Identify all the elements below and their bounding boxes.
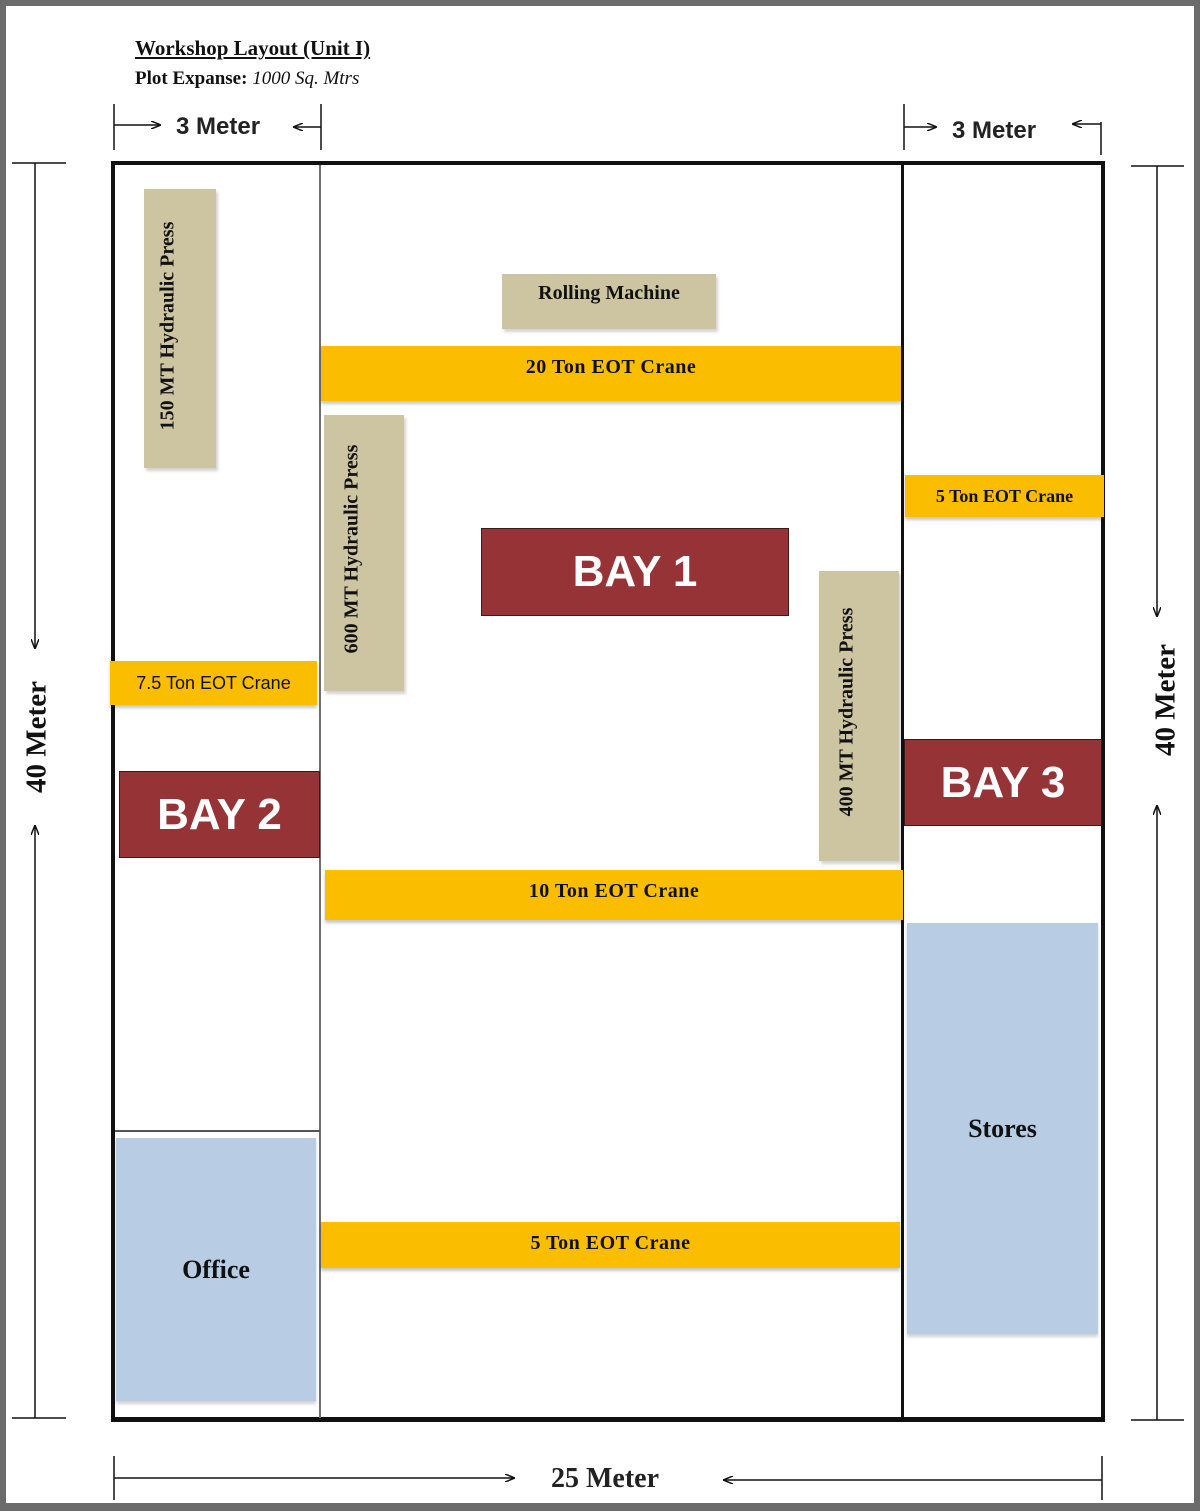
bay-2-label: BAY 2	[119, 771, 320, 858]
total-width-label: 25 Meter	[551, 1463, 660, 1494]
plot-expanse-value: 1000 Sq. Mtrs	[252, 68, 360, 89]
bay-1-label: BAY 1	[481, 528, 789, 616]
office-partition	[115, 1130, 320, 1132]
crane-10-ton: 10 Ton EOT Crane	[325, 870, 903, 920]
left-height-label: 40 Meter	[20, 681, 53, 793]
rolling-machine: Rolling Machine	[502, 274, 716, 329]
crane-5-ton-bay3: 5 Ton EOT Crane	[905, 475, 1104, 517]
press-400-label: 400 MT Hydraulic Press	[835, 607, 858, 817]
left-width-dimension	[113, 104, 322, 150]
crane-20-ton: 20 Ton EOT Crane	[321, 346, 901, 401]
left-height-dimension	[12, 162, 66, 1419]
bay-3-label: BAY 3	[904, 739, 1102, 826]
right-width-label: 3 Meter	[952, 117, 1037, 144]
building-left-wall	[111, 161, 115, 1422]
page-title: Workshop Layout (Unit I)	[135, 36, 371, 60]
plot-expanse-label: Plot Expanse:	[135, 68, 248, 89]
right-width-dimension	[903, 104, 1102, 155]
press-600-label: 600 MT Hydraulic Press	[340, 444, 363, 654]
total-width-dimension	[113, 1456, 1103, 1500]
office-room: Office	[116, 1138, 316, 1401]
press-150-block	[144, 189, 216, 468]
stores-room: Stores	[907, 923, 1098, 1334]
crane-7-5-ton: 7.5 Ton EOT Crane	[110, 661, 317, 705]
press-400-block	[819, 571, 899, 861]
crane-5-ton-main: 5 Ton EOT Crane	[321, 1222, 900, 1268]
building-top-wall	[111, 161, 1105, 165]
left-width-label: 3 Meter	[176, 113, 261, 140]
press-600-block	[324, 415, 404, 691]
building-right-wall	[1101, 161, 1105, 1422]
right-height-label: 40 Meter	[1149, 644, 1182, 756]
bay3-divider	[901, 165, 904, 1418]
press-150-label: 150 MT Hydraulic Press	[156, 221, 179, 431]
right-height-dimension	[1131, 165, 1184, 1421]
plot-expanse: Plot Expanse: 1000 Sq. Mtrs	[135, 68, 359, 90]
bay2-divider	[319, 165, 321, 1418]
building-bottom-wall	[111, 1417, 1105, 1422]
